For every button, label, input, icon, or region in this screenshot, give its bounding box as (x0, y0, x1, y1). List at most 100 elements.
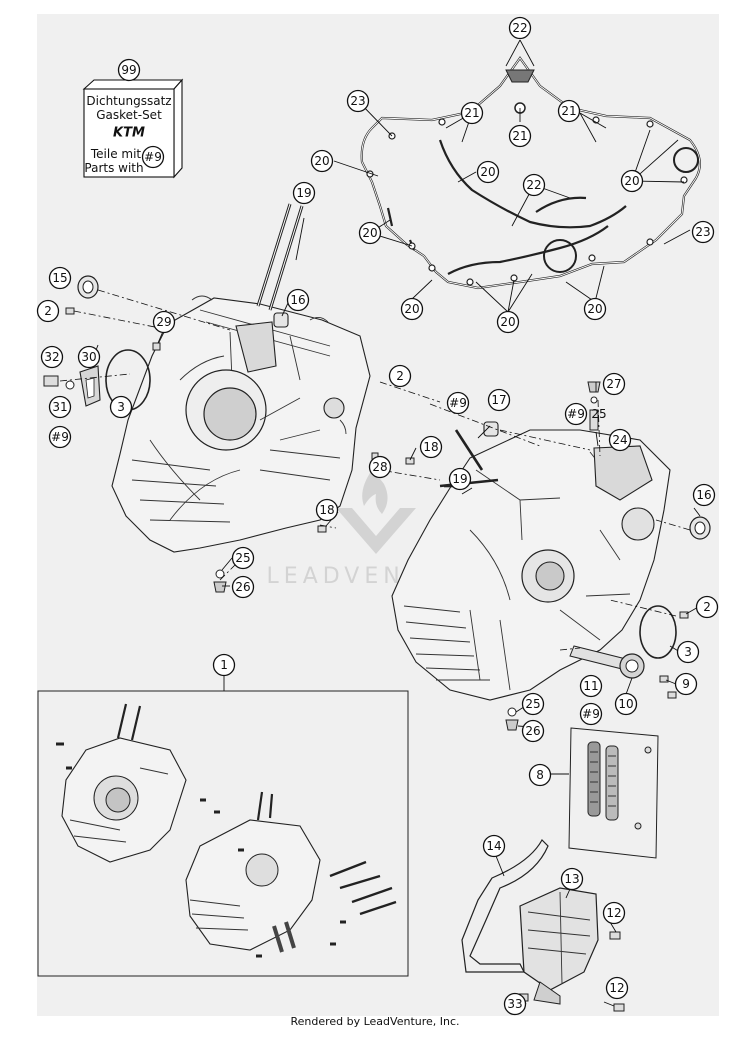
mini-screens (272, 921, 296, 953)
svg-text:#9: #9 (144, 150, 162, 164)
svg-text:2: 2 (703, 600, 711, 614)
callout-20-b: 20 (476, 160, 500, 184)
svg-text:20: 20 (624, 174, 639, 188)
svg-text:29: 29 (156, 315, 171, 329)
callout-21-center: 21 (508, 124, 532, 148)
callout-23-top: 23 (346, 89, 370, 113)
svg-text:22: 22 (526, 178, 541, 192)
callout-14: 14 (482, 834, 506, 858)
mini-left-bore-inner (105, 787, 131, 813)
callout-18-upper: 18 (419, 435, 443, 459)
callout-3-right: 3 (676, 640, 700, 664)
screw-12-lower (613, 1003, 625, 1012)
callout-30: 30 (77, 345, 101, 369)
mini-right-fins (189, 899, 249, 931)
callout-18-lower: 18 (315, 498, 339, 522)
right-case-stud-2 (454, 429, 484, 471)
callout-29: 29 (152, 310, 176, 334)
left-crankcase-half (111, 203, 371, 553)
seal-15-inner (82, 280, 94, 294)
callout-17: 17 (487, 388, 511, 412)
callout-28: 28 (368, 455, 392, 479)
gasket-kit-box: Dichtungssatz Gasket-Set KTM Teile mit P… (82, 78, 184, 179)
svg-text:31: 31 (52, 400, 67, 414)
screen-element-2 (605, 745, 619, 821)
callout-9: 9 (674, 672, 698, 696)
screw-18-lower (317, 525, 327, 533)
callout-22-mid: 22 (522, 173, 546, 197)
plug-26-right (505, 719, 519, 731)
watermark-v-icon (336, 508, 416, 554)
svg-text:1: 1 (220, 658, 228, 672)
plug-27 (587, 381, 601, 393)
gasket-inner-web (438, 139, 627, 229)
svg-text:17: 17 (491, 393, 506, 407)
left-case-ribs (131, 355, 341, 523)
svg-text:32: 32 (44, 350, 59, 364)
leader-lines (59, 39, 701, 1007)
callout-31: 31 (48, 395, 72, 419)
box-line4: Parts with (84, 161, 143, 175)
dowel-2-right (679, 611, 689, 619)
washer-27 (590, 396, 598, 404)
left-case-oil-cover (235, 321, 277, 373)
guide-plate-14 (461, 839, 549, 973)
callout-20-g: 20 (583, 297, 607, 321)
cover-30-slot (85, 377, 95, 399)
svg-text:18: 18 (319, 503, 334, 517)
svg-text:21: 21 (512, 129, 527, 143)
callouts: 99 22 21 21 21 23 23 20 20 22 20 20 20 2… (36, 16, 719, 1016)
svg-text:16: 16 (696, 488, 711, 502)
mini-left-ribs (69, 767, 169, 843)
screw-12-upper (609, 931, 621, 940)
svg-text:20: 20 (362, 226, 377, 240)
callout-27: 27 (602, 372, 626, 396)
callout-21-right: 21 (557, 99, 581, 123)
plug-26-left (213, 581, 227, 593)
mini-right-studs (256, 791, 274, 821)
ktm-logo: KTM (113, 126, 145, 141)
box-top (82, 79, 184, 90)
mini-right-bore (245, 853, 279, 887)
screen-24 (589, 409, 599, 431)
callout-19-right: 19 (448, 467, 472, 491)
svg-text:26: 26 (235, 580, 250, 594)
washer-25-right (507, 707, 517, 717)
screen-screw-1 (644, 746, 652, 754)
callout-13: 13 (560, 867, 584, 891)
svg-text:20: 20 (404, 302, 419, 316)
right-case-sump-fins (403, 605, 511, 691)
callout-25-bare: 25 (591, 407, 606, 421)
svg-text:24: 24 (612, 433, 627, 447)
left-case-stud-hi-2 (269, 205, 303, 311)
seal-16-right-inner (694, 521, 706, 535)
callout-22-top: 22 (508, 16, 532, 40)
svg-text:#9: #9 (449, 396, 467, 410)
cover-13-tab (533, 981, 561, 1005)
svg-text:#9: #9 (51, 430, 69, 444)
callout-10: 10 (614, 692, 638, 716)
svg-text:#9: #9 (582, 707, 600, 721)
right-case-bore-top-inner (535, 561, 565, 591)
svg-text:15: 15 (52, 271, 67, 285)
svg-text:14: 14 (486, 839, 501, 853)
plug-32 (43, 375, 59, 387)
svg-text:12: 12 (609, 981, 624, 995)
dowel-2-left (65, 307, 75, 315)
callout-26-left: 26 (231, 575, 255, 599)
gasket-arc (535, 196, 587, 213)
callout-20-a: 20 (310, 149, 334, 173)
assembly-box (37, 690, 409, 977)
svg-text:22: 22 (512, 21, 527, 35)
callout-ref9-lower: #9 (579, 702, 603, 726)
svg-text:20: 20 (480, 165, 495, 179)
callout-3-left: 3 (109, 395, 133, 419)
svg-text:10: 10 (618, 697, 633, 711)
svg-text:18: 18 (423, 440, 438, 454)
callout-ref9-left: #9 (48, 425, 72, 449)
screw-9 (659, 675, 669, 683)
left-case-stud-hi-1 (257, 203, 291, 307)
screen-element-1 (587, 741, 601, 817)
callout-ref9-mid: #9 (446, 391, 470, 415)
